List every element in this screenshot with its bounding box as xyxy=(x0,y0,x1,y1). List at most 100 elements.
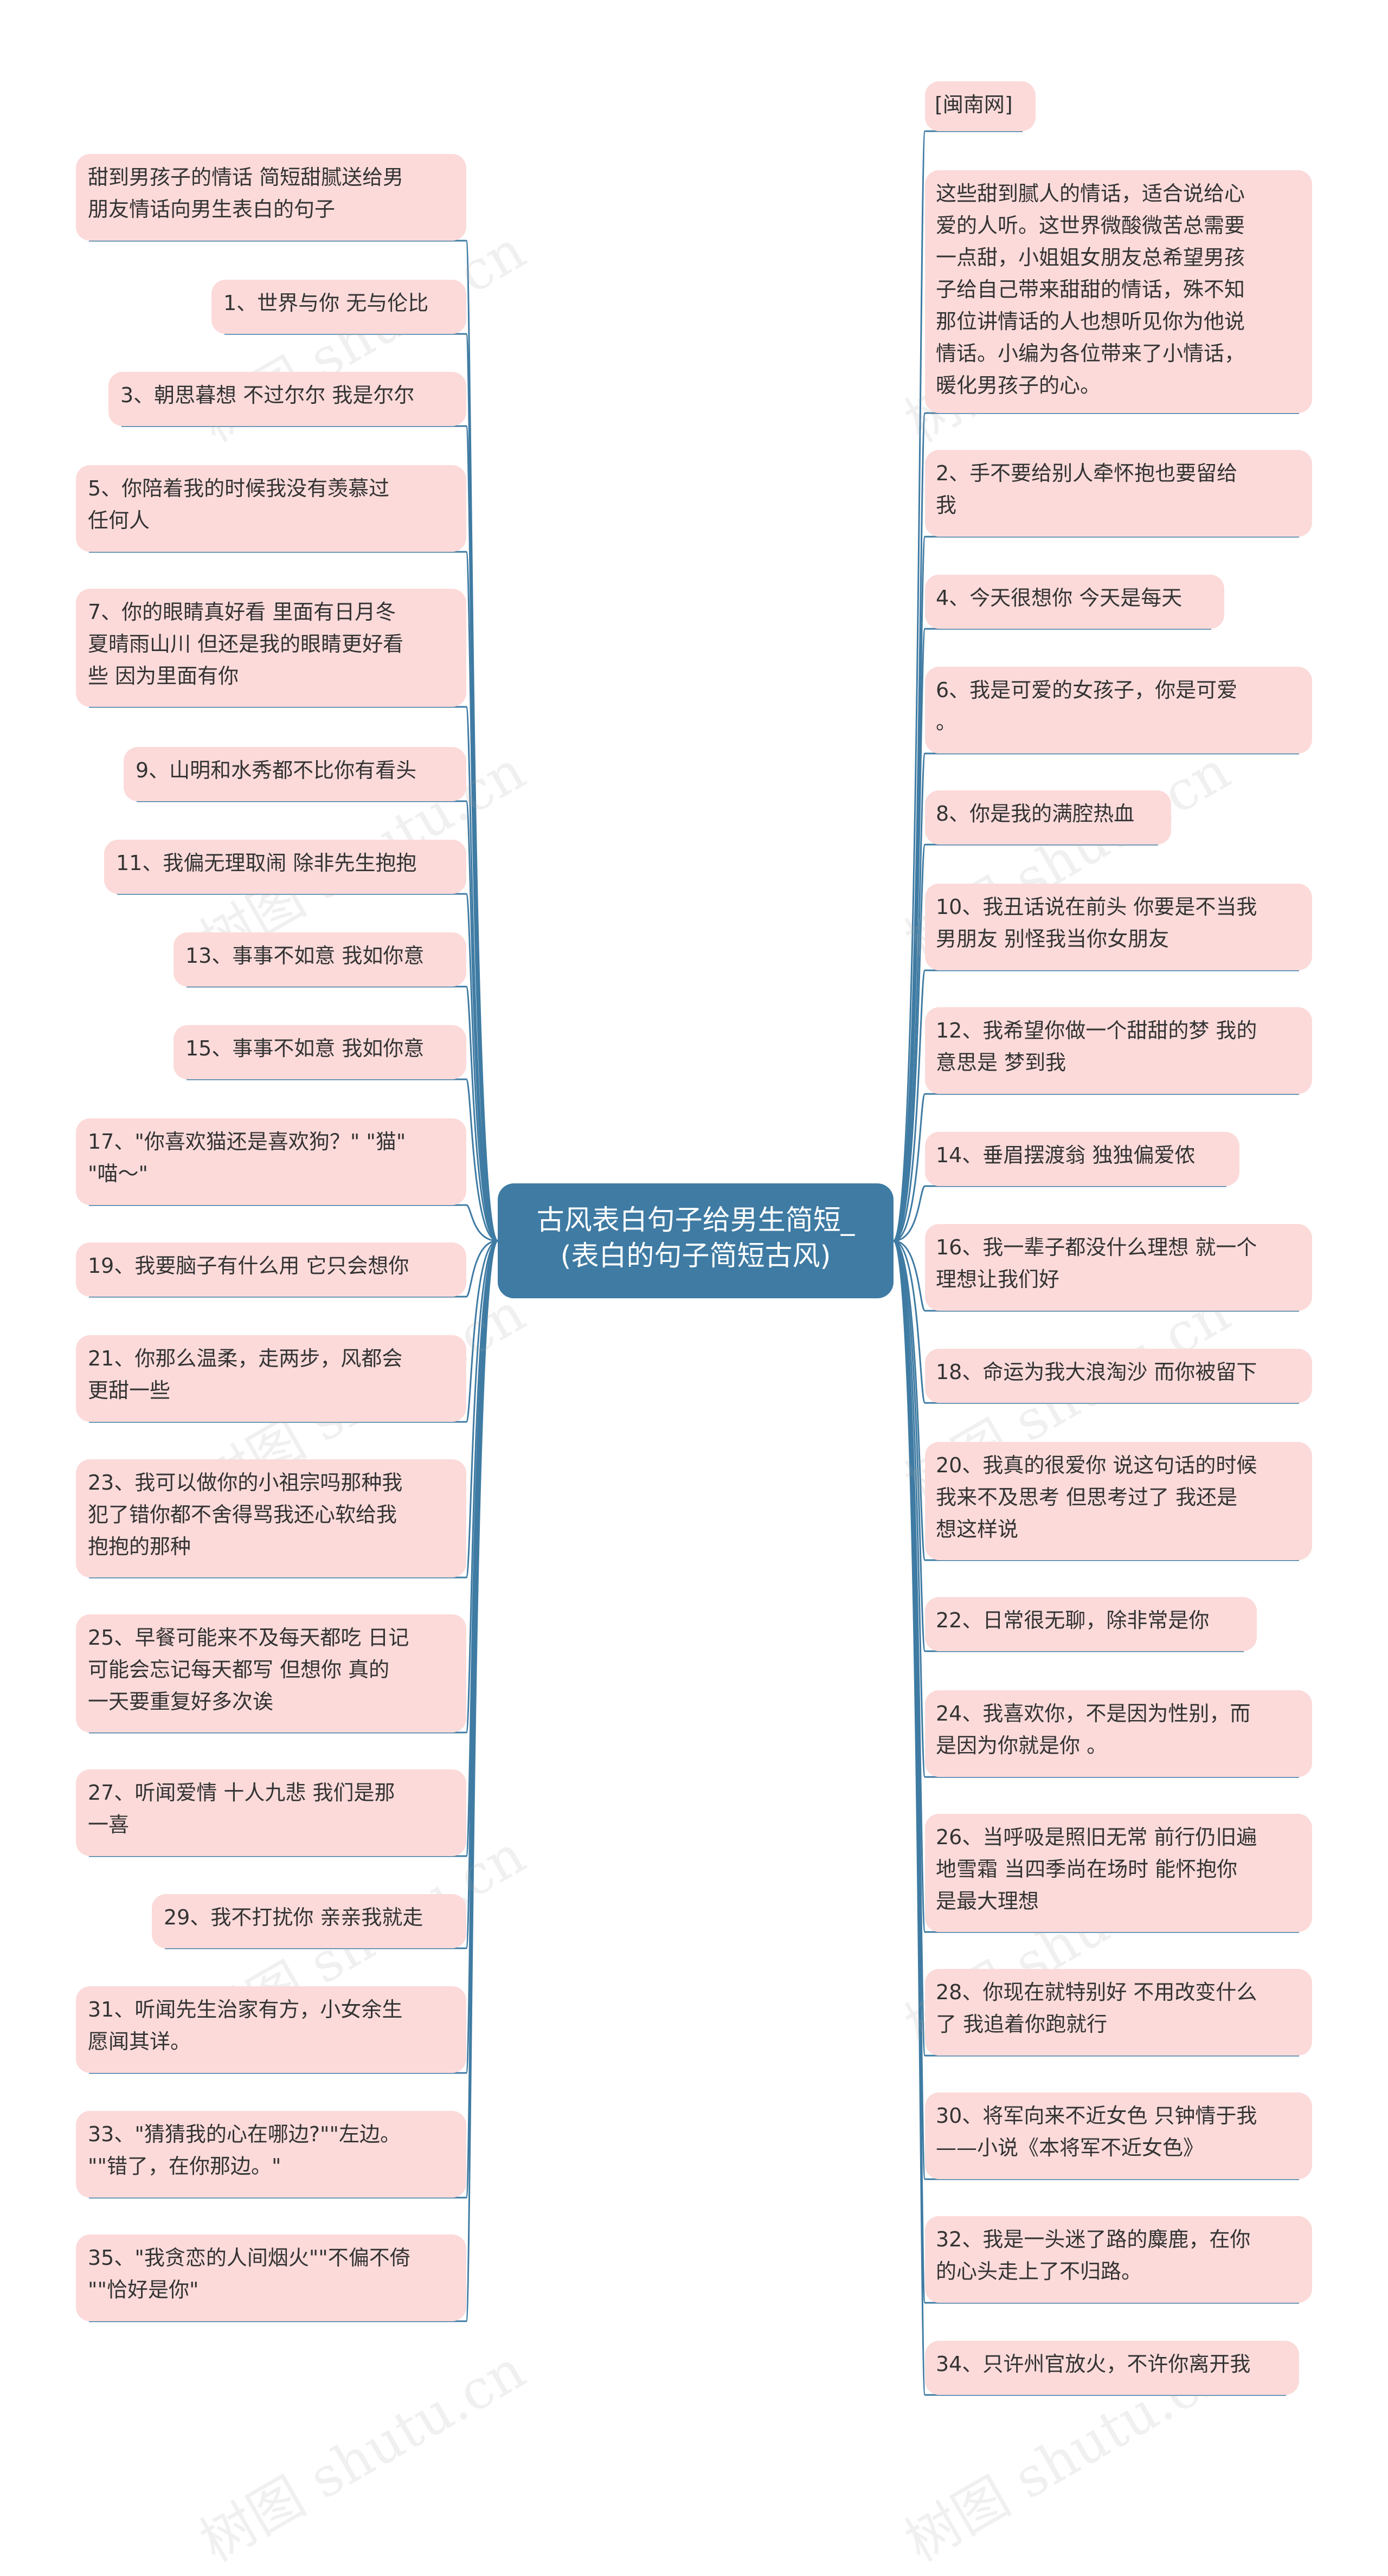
right-connector xyxy=(893,843,926,1242)
topic-text-line: 13、事事不如意 我如你意 xyxy=(185,944,425,968)
topic-text-line: 的心头走上了不归路。 xyxy=(936,2259,1142,2283)
right-topic-2[interactable]: 这些甜到腻人的情话，适合说给心爱的人听。这世界微酸微苦总需要一点甜，小姐姐女朋友… xyxy=(925,170,1312,413)
left-topic-14[interactable]: 25、早餐可能来不及每天都吃 日记可能会忘记每天都写 但想你 真的一天要重复好多… xyxy=(76,1614,466,1733)
topic-text-line: 想这样说 xyxy=(936,1517,1019,1541)
topic-text-line: 11、我偏无理取闹 除非先生抱抱 xyxy=(116,851,417,875)
right-connector xyxy=(893,1093,926,1242)
left-topic-3[interactable]: 3、朝思暮想 不过尔尔 我是尔尔 xyxy=(108,372,466,426)
topic-text-line: 一点甜，小姐姐女朋友总希望男孩 xyxy=(936,246,1245,269)
topic-text-line: 34、只许州官放火，不许你离开我 xyxy=(936,2352,1251,2376)
left-topic-16[interactable]: 29、我不打扰你 亲亲我就走 xyxy=(152,1894,466,1948)
left-topic-18[interactable]: 33、"猜猜我的心在哪边?""左边。""错了，在你那边。" xyxy=(76,2111,466,2198)
topic-text-line: 理想让我们好 xyxy=(936,1267,1060,1291)
right-topic-14[interactable]: 24、我喜欢你，不是因为性别，而是因为你就是你 。 xyxy=(925,1690,1312,1777)
topic-text-line: 是因为你就是你 。 xyxy=(936,1734,1108,1757)
right-topic-3[interactable]: 2、手不要给别人牵怀抱也要留给我 xyxy=(925,450,1312,537)
topic-text-line: 任何人 xyxy=(88,508,150,532)
topic-text-line: 2、手不要给别人牵怀抱也要留给 xyxy=(936,461,1238,485)
right-topic-1[interactable]: [闽南网] xyxy=(925,81,1036,131)
right-connector xyxy=(892,412,926,1242)
left-topic-6[interactable]: 9、山明和水秀都不比你有看头 xyxy=(124,747,466,801)
right-topic-19[interactable]: 34、只许州官放火，不许你离开我 xyxy=(925,2341,1299,2395)
left-topic-8[interactable]: 13、事事不如意 我如你意 xyxy=(174,932,466,987)
right-connector xyxy=(893,536,926,1242)
topic-text-line: 32、我是一头迷了路的麋鹿，在你 xyxy=(936,2227,1251,2251)
right-connector xyxy=(892,1240,926,2396)
left-topic-7[interactable]: 11、我偏无理取闹 除非先生抱抱 xyxy=(104,840,466,894)
root-topic-line-2: (表白的句子简短古风) xyxy=(560,1240,831,1272)
left-topic-4[interactable]: 5、你陪着我的时候我没有羡慕过任何人 xyxy=(76,465,466,552)
topic-text-line: 7、你的眼睛真好看 里面有日月冬 xyxy=(88,600,396,624)
topic-text-line: 5、你陪着我的时候我没有羡慕过 xyxy=(88,476,390,500)
left-topic-10[interactable]: 17、"你喜欢猫还是喜欢狗？" "猫""喵～" xyxy=(76,1118,466,1205)
topic-text-line: 夏晴雨山川 但还是我的眼睛更好看 xyxy=(88,632,404,656)
right-topic-17[interactable]: 30、将军向来不近女色 只钟情于我 ——小说《本将军不近女色》 xyxy=(925,2092,1312,2179)
topic-text-line: 地雪霜 当四季尚在场时 能怀抱你 xyxy=(936,1857,1238,1881)
topic-text-line: 那位讲情话的人也想听见你为他说 xyxy=(936,310,1245,333)
topic-text-line: 甜到男孩子的情话 简短甜腻送给男 xyxy=(88,165,404,189)
topic-text-line: 19、我要脑子有什么用 它只会想你 xyxy=(88,1254,409,1278)
right-topic-10[interactable]: 16、我一辈子都没什么理想 就一个理想让我们好 xyxy=(925,1224,1312,1311)
right-connector xyxy=(893,1240,926,1404)
left-connector xyxy=(465,425,499,1242)
topic-text-line: ""错了，在你那边。" xyxy=(88,2154,281,2178)
topic-text-line: 18、命运为我大浪淘沙 而你被留下 xyxy=(936,1360,1257,1384)
right-connector xyxy=(893,752,926,1242)
topic-text-line: ""恰好是你" xyxy=(88,2278,199,2302)
right-topic-15[interactable]: 26、当呼吸是照旧无常 前行仍旧遍地雪霜 当四季尚在场时 能怀抱你是最大理想 xyxy=(925,1814,1312,1932)
topic-text-line: 爱的人听。这世界微酸微苦总需要 xyxy=(936,214,1245,237)
right-topic-9[interactable]: 14、垂眉摆渡翁 独独偏爱侬 xyxy=(925,1132,1239,1186)
left-topic-17[interactable]: 31、听闻先生治家有方，小女余生愿闻其详。 xyxy=(76,1986,466,2073)
right-connector xyxy=(893,1185,926,1242)
topic-text-line: 这些甜到腻人的情话，适合说给心 xyxy=(936,182,1245,205)
right-topic-4[interactable]: 4、今天很想你 今天是每天 xyxy=(925,575,1224,629)
left-topic-12[interactable]: 21、你那么温柔，走两步，风都会更甜一些 xyxy=(76,1335,466,1422)
topic-text-line: ——小说《本将军不近女色》 xyxy=(936,2136,1204,2160)
topic-text-line: 12、我希望你做一个甜甜的梦 我的 xyxy=(936,1019,1257,1042)
right-topic-13[interactable]: 22、日常很无聊，除非常是你 xyxy=(925,1597,1257,1651)
right-topic-16[interactable]: 28、你现在就特别好 不用改变什么了 我追着你跑就行 xyxy=(925,1969,1312,2056)
right-topic-5[interactable]: 6、我是可爱的女孩子，你是可爱。 xyxy=(925,667,1312,754)
left-topic-2[interactable]: 1、世界与你 无与伦比 xyxy=(211,280,466,334)
topic-text-line: 16、我一辈子都没什么理想 就一个 xyxy=(936,1235,1257,1259)
left-connector xyxy=(465,1078,498,1242)
left-topic-9[interactable]: 15、事事不如意 我如你意 xyxy=(174,1025,466,1079)
topic-text-line: 些 因为里面有你 xyxy=(88,664,239,688)
topic-text-line: 更甜一些 xyxy=(88,1379,171,1402)
left-connector xyxy=(465,1240,498,1734)
topic-text-line: 了 我追着你跑就行 xyxy=(936,2012,1108,2036)
left-connector xyxy=(465,986,498,1242)
left-connector xyxy=(465,706,498,1242)
topic-text-line: 20、我真的很爱你 说这句话的时候 xyxy=(936,1453,1257,1477)
topic-text-line: 30、将军向来不近女色 只钟情于我 xyxy=(936,2104,1257,2128)
right-topic-11[interactable]: 18、命运为我大浪淘沙 而你被留下 xyxy=(925,1349,1312,1403)
topic-text-line: 4、今天很想你 今天是每天 xyxy=(936,586,1183,610)
left-topic-5[interactable]: 7、你的眼睛真好看 里面有日月冬夏晴雨山川 但还是我的眼睛更好看些 因为里面有你 xyxy=(76,589,466,707)
right-topic-12[interactable]: 20、我真的很爱你 说这句话的时候我来不及思考 但思考过了 我还是想这样说 xyxy=(925,1442,1312,1560)
topic-text-line: 子给自己带来甜甜的情话，殊不知 xyxy=(936,278,1245,301)
left-connector xyxy=(465,800,498,1242)
left-topic-15[interactable]: 27、听闻爱情 十人九悲 我们是那一喜 xyxy=(76,1769,466,1856)
topic-text-line: 26、当呼吸是照旧无常 前行仍旧遍 xyxy=(936,1825,1257,1849)
topic-text-line: 一天要重复好多次诶 xyxy=(88,1690,274,1714)
right-topic-8[interactable]: 12、我希望你做一个甜甜的梦 我的意思是 梦到我 xyxy=(925,1007,1312,1094)
left-topic-19[interactable]: 35、"我贪恋的人间烟火""不偏不倚""恰好是你" xyxy=(76,2234,466,2321)
right-connector xyxy=(892,130,926,1242)
left-topic-13[interactable]: 23、我可以做你的小祖宗吗那种我犯了错你都不舍得骂我还心软给我抱抱的那种 xyxy=(76,1459,466,1577)
left-connector xyxy=(465,1240,498,1423)
right-topic-7[interactable]: 10、我丑话说在前头 你要是不当我男朋友 别怪我当你女朋友 xyxy=(925,884,1312,970)
root-topic-line-1: 古风表白句子给男生简短_ xyxy=(536,1205,855,1237)
topic-text-line: [闽南网] xyxy=(935,93,1013,117)
topic-text-line: 24、我喜欢你，不是因为性别，而 xyxy=(936,1702,1251,1725)
right-topic-18[interactable]: 32、我是一头迷了路的麋鹿，在你的心头走上了不归路。 xyxy=(925,2216,1312,2303)
left-topic-11[interactable]: 19、我要脑子有什么用 它只会想你 xyxy=(76,1242,466,1297)
root-topic[interactable]: 古风表白句子给男生简短_ (表白的句子简短古风) xyxy=(498,1183,894,1298)
topic-text-line: 3、朝思暮想 不过尔尔 我是尔尔 xyxy=(120,383,415,407)
left-connector xyxy=(465,1240,498,1298)
left-connector xyxy=(465,1240,499,2322)
topic-text-line: 1、世界与你 无与伦比 xyxy=(223,291,429,315)
topic-text-line: 意思是 梦到我 xyxy=(936,1051,1066,1074)
right-topic-6[interactable]: 8、你是我的满腔热血 xyxy=(925,790,1171,845)
topic-text-line: 27、听闻爱情 十人九悲 我们是那 xyxy=(88,1781,395,1805)
left-topic-1[interactable]: 甜到男孩子的情话 简短甜腻送给男朋友情话向男生表白的句子 xyxy=(76,154,466,241)
